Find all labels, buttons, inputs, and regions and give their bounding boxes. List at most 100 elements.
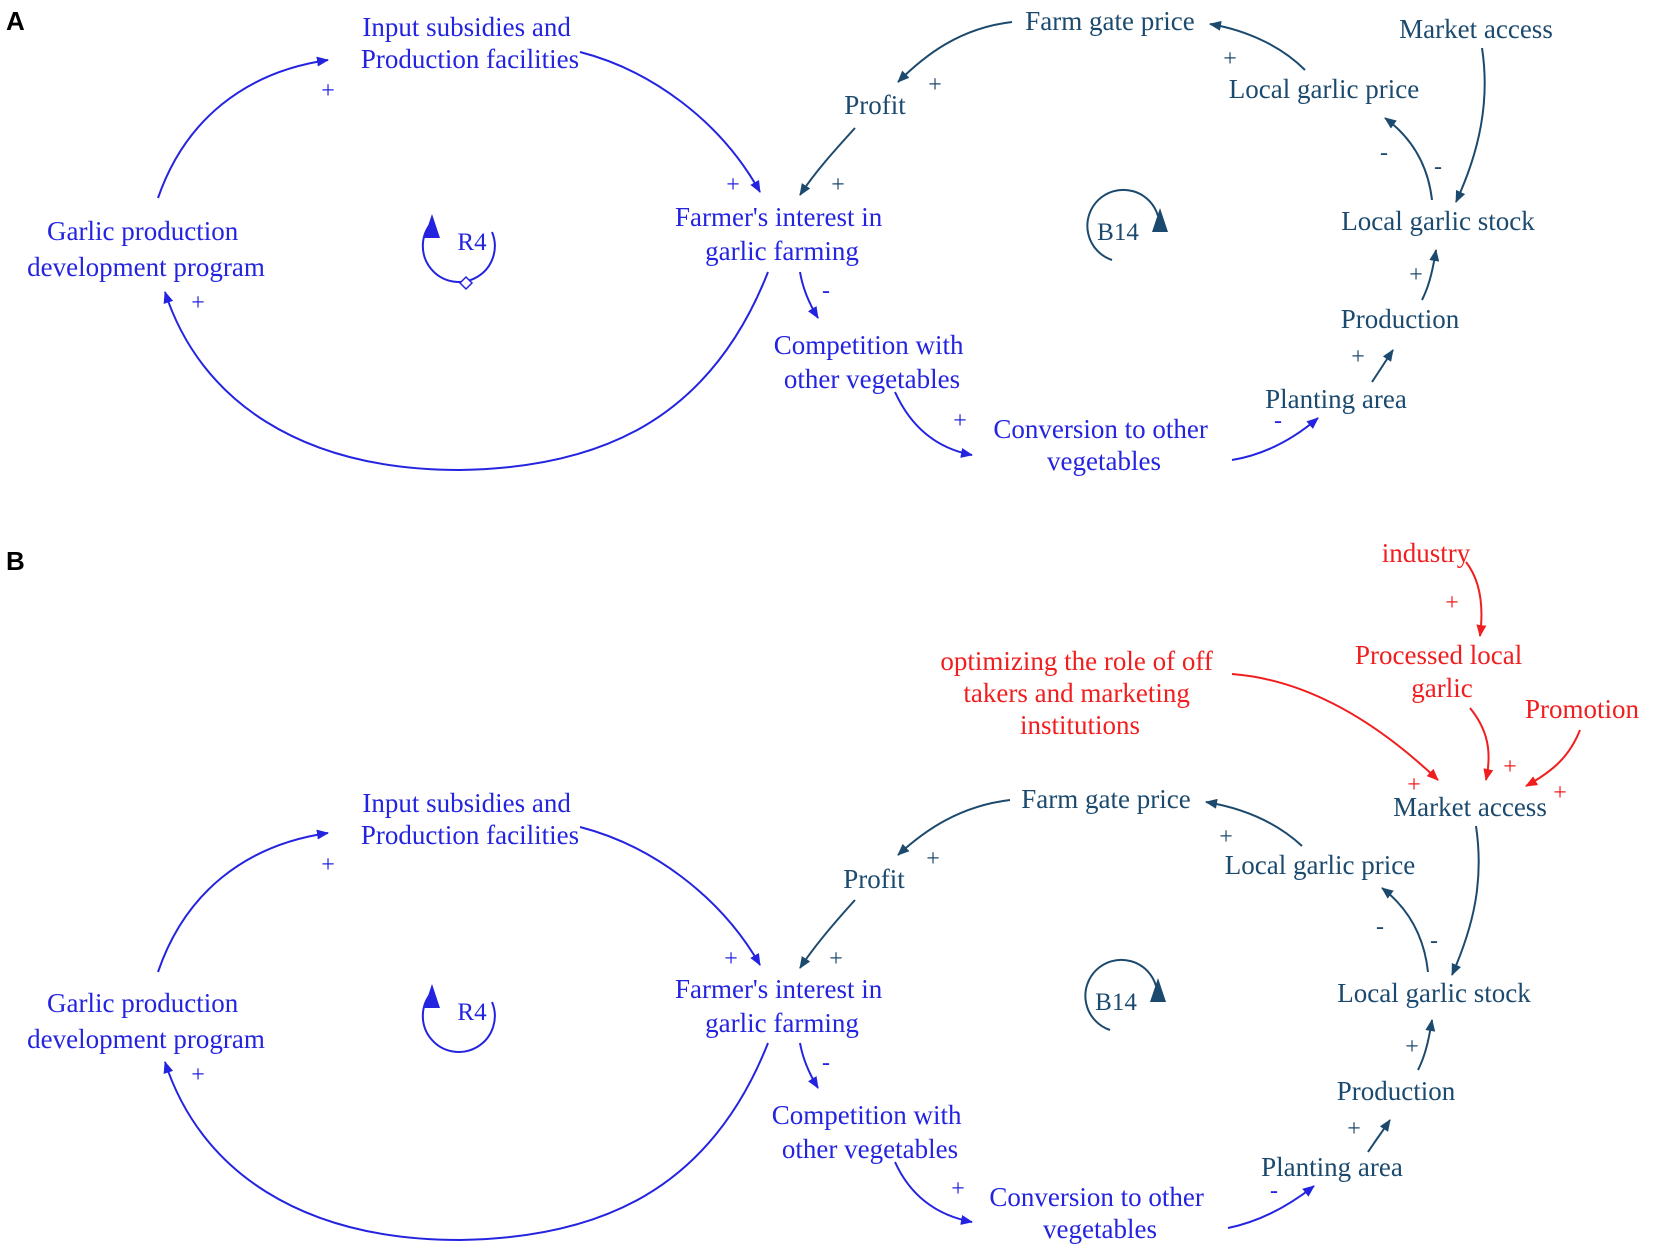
loop-label: R4	[457, 229, 487, 256]
loop-label: B14	[1097, 219, 1139, 246]
polarity-sign: +	[1347, 1116, 1361, 1142]
polarity-sign: +	[1223, 46, 1237, 72]
loop-diamond-icon	[458, 275, 474, 291]
node-farmers-interest: Farmer's interest in garlic farming	[675, 974, 889, 1038]
polarity-sign: -	[1380, 140, 1388, 166]
link-marketaccess-to-stock	[1451, 825, 1480, 976]
link-interest-to-competition	[799, 1042, 819, 1089]
polarity-sign: +	[191, 290, 205, 316]
loop-arrow-icon	[424, 214, 440, 238]
link-marketaccess-to-stock	[1455, 47, 1486, 203]
node-local-garlic-stock: Local garlic stock	[1337, 978, 1531, 1008]
node-garlic-program: Garlic production development program	[27, 216, 265, 282]
link-industry-to-processed	[1465, 561, 1487, 637]
polarity-sign: +	[951, 1176, 965, 1202]
loop-arc	[1084, 958, 1157, 1031]
node-competition: Competition with other vegetables	[774, 330, 971, 394]
polarity-sign: +	[1503, 754, 1517, 780]
link-farmgate-to-profit	[897, 799, 1011, 856]
polarity-sign: +	[1409, 262, 1423, 288]
loop-r4: R4	[421, 984, 496, 1053]
node-local-garlic-stock: Local garlic stock	[1341, 206, 1535, 236]
polarity-sign: +	[1405, 1034, 1419, 1060]
polarity-sign: +	[726, 172, 740, 198]
loop-arrow-icon	[424, 984, 440, 1008]
link-competition-to-conversion	[894, 1161, 973, 1225]
link-production-to-stock	[1417, 1019, 1436, 1071]
link-planting-to-production	[1371, 349, 1394, 383]
polarity-sign: +	[953, 408, 967, 434]
link-localprice-to-farmgate	[1209, 20, 1306, 71]
link-planting-to-production	[1367, 1119, 1391, 1153]
loop-arc	[421, 221, 496, 283]
link-interest-to-program	[163, 271, 769, 472]
link-promotion-to-market	[1525, 729, 1581, 787]
link-profit-to-interest	[799, 127, 856, 196]
polarity-sign: +	[1553, 780, 1567, 806]
link-conversion-to-planting	[1231, 417, 1319, 461]
polarity-sign: +	[191, 1062, 205, 1088]
polarity-sign: +	[831, 172, 845, 198]
polarity-sign: -	[1434, 154, 1442, 180]
polarity-sign: +	[1219, 824, 1233, 850]
panel-letter-b: B	[6, 546, 25, 576]
polarity-sign: -	[1274, 408, 1282, 434]
link-subsidies-to-interest	[579, 826, 761, 966]
loop-b14: B14	[1084, 958, 1166, 1031]
node-promotion: Promotion	[1525, 694, 1640, 724]
link-program-to-subsidies	[157, 829, 329, 973]
loop-arrow-icon	[1150, 978, 1166, 1002]
polarity-sign: -	[1430, 928, 1438, 954]
polarity-sign: -	[822, 278, 830, 304]
polarity-sign: +	[928, 72, 942, 98]
node-input-subsidies: Input subsidies and Production facilitie…	[361, 788, 579, 850]
panel-a: A R4 B14 Input subsidies and	[6, 6, 1553, 476]
link-competition-to-conversion	[894, 391, 973, 458]
link-optimizing-to-market	[1231, 673, 1439, 781]
loop-arc	[1086, 188, 1159, 261]
node-planting-area: Planting area	[1261, 1152, 1403, 1182]
link-interest-to-competition	[799, 271, 819, 319]
link-profit-to-interest	[799, 899, 856, 969]
panel-letter-a: A	[6, 6, 25, 36]
polarity-sign: +	[1445, 590, 1459, 616]
node-profit: Profit	[843, 864, 905, 894]
link-conversion-to-planting	[1227, 1185, 1315, 1229]
loop-label: B14	[1095, 989, 1137, 1016]
node-profit: Profit	[844, 90, 906, 120]
polarity-sign: +	[1407, 772, 1421, 798]
link-farmgate-to-profit	[897, 21, 1013, 83]
loop-label: R4	[457, 999, 487, 1026]
node-industry: industry	[1382, 538, 1471, 568]
node-garlic-program: Garlic production development program	[27, 988, 265, 1054]
node-input-subsidies: Input subsidies and Production facilitie…	[361, 12, 579, 74]
node-production: Production	[1337, 1076, 1456, 1106]
polarity-sign: -	[1270, 1178, 1278, 1204]
link-production-to-stock	[1421, 249, 1440, 301]
node-farm-gate-price: Farm gate price	[1025, 6, 1194, 36]
node-planting-area: Planting area	[1265, 384, 1407, 414]
loop-arc	[421, 991, 496, 1053]
node-processed-local-garlic: Processed local garlic	[1355, 640, 1529, 703]
loop-r4: R4	[421, 214, 496, 291]
node-production: Production	[1341, 304, 1460, 334]
node-farm-gate-price: Farm gate price	[1021, 784, 1190, 814]
node-market-access: Market access	[1393, 792, 1547, 822]
node-conversion: Conversion to other vegetables	[989, 1182, 1210, 1244]
node-competition: Competition with other vegetables	[772, 1100, 969, 1164]
loop-b14: B14	[1086, 188, 1168, 261]
panel-b: B R4 B14 Input	[6, 538, 1640, 1244]
polarity-sign: -	[822, 1050, 830, 1076]
polarity-sign: -	[1376, 914, 1384, 940]
loop-arrow-icon	[1152, 208, 1168, 232]
node-local-garlic-price: Local garlic price	[1229, 74, 1419, 104]
link-stock-to-localprice	[1384, 117, 1433, 201]
node-optimizing-role: optimizing the role of off takers and ma…	[940, 646, 1219, 740]
node-conversion: Conversion to other vegetables	[993, 414, 1214, 476]
link-stock-to-localprice	[1381, 887, 1429, 973]
node-market-access: Market access	[1399, 14, 1553, 44]
link-interest-to-program	[163, 1042, 769, 1242]
polarity-sign: +	[829, 946, 843, 972]
polarity-sign: +	[926, 846, 940, 872]
